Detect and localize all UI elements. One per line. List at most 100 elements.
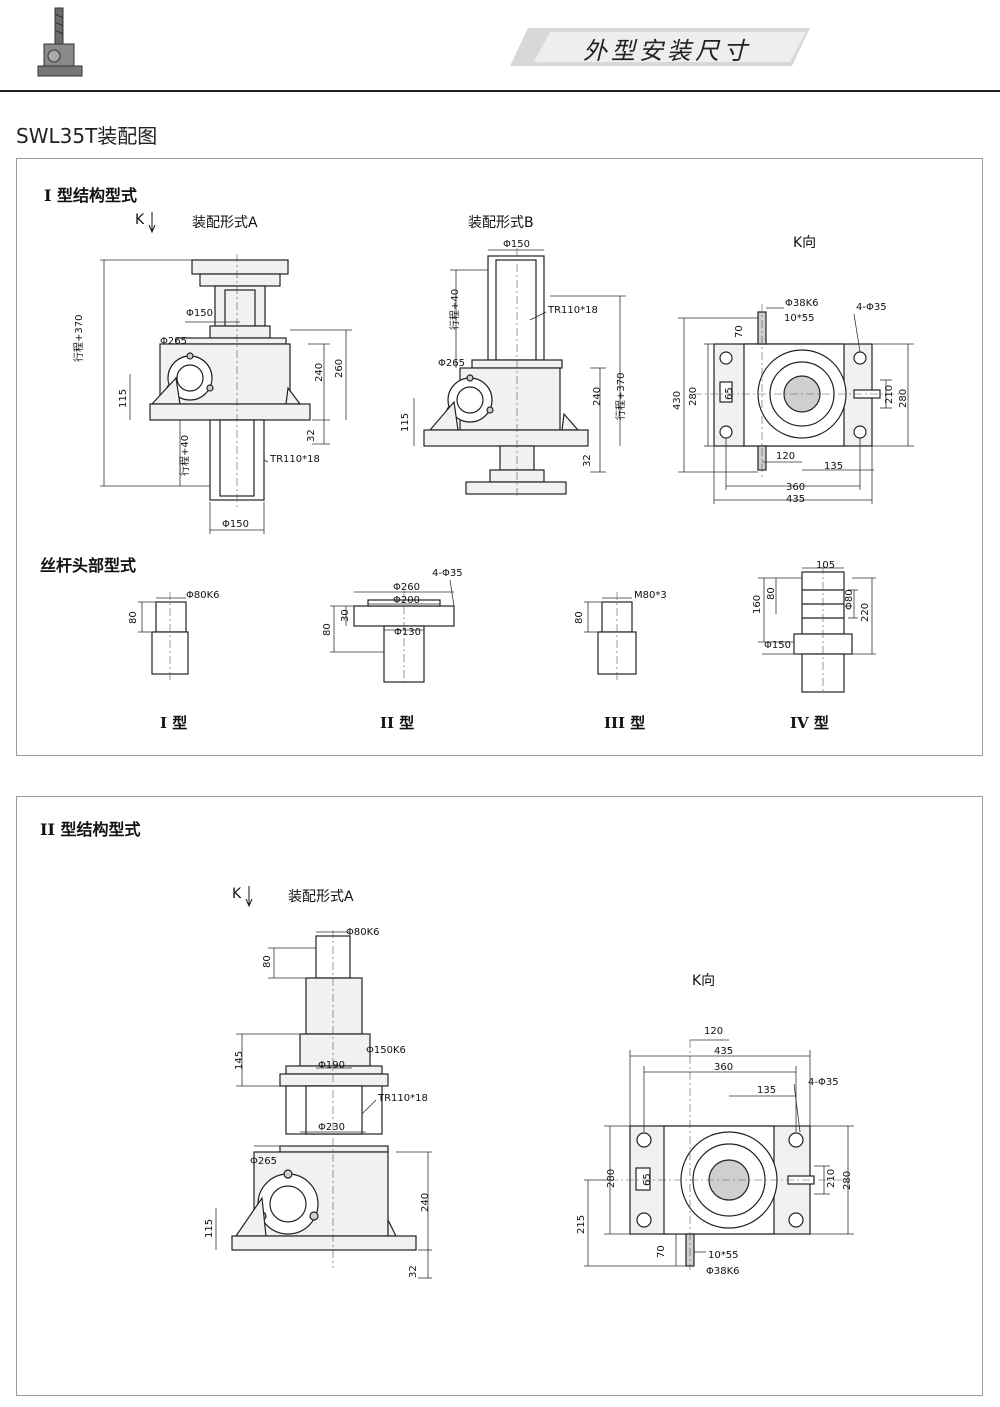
assembly-a-title-2: 装配形式A <box>288 889 354 905</box>
head-type-iii-drawing <box>584 592 637 680</box>
dim-2a-d230: Φ230 <box>318 1122 345 1133</box>
k-view-marker: K <box>135 212 145 228</box>
dim-2a-h240: 240 <box>420 1192 431 1212</box>
head-i-h: 80 <box>128 611 139 624</box>
assembly-a-drawing <box>100 254 352 534</box>
head-i-dia: Φ80K6 <box>186 590 220 601</box>
dim-k-w435: 435 <box>786 494 806 505</box>
head-iii-label: III 型 <box>604 714 646 732</box>
assembly-a-drawing-2 <box>215 930 432 1279</box>
dim-2k-h280-right: 280 <box>842 1170 853 1190</box>
dim-k-w360: 360 <box>786 482 806 493</box>
head-ii-d130: Φ130 <box>394 627 421 638</box>
k-view-marker-2: K <box>232 886 242 902</box>
dim-b-d150: Φ150 <box>503 239 530 250</box>
dim-a-d150-top: Φ150 <box>186 308 213 319</box>
k-view-drawing <box>678 304 914 504</box>
dim-2k-h70: 70 <box>656 1245 667 1258</box>
dim-b-h115: 115 <box>400 412 411 432</box>
dim-a-h115: 115 <box>118 388 129 408</box>
head-ii-d260: Φ260 <box>393 582 420 593</box>
dim-b-d265: Φ265 <box>438 358 465 369</box>
panel-type-ii <box>16 796 983 1396</box>
dim-2a-h115: 115 <box>204 1218 215 1238</box>
dim-2k-w435: 435 <box>714 1046 734 1057</box>
dim-2a-d150k6: Φ150K6 <box>366 1045 406 1056</box>
head-i-label: I 型 <box>160 714 188 732</box>
dim-k-h210: 210 <box>884 384 895 404</box>
dim-a-stroke370: 行程+370 <box>74 314 85 362</box>
header-banner-shape <box>510 28 810 66</box>
dim-k-w135: 135 <box>824 461 844 472</box>
dim-b-stroke40: 行程+40 <box>450 288 461 330</box>
dim-k-holes: 4-Φ35 <box>856 302 887 313</box>
head-ii-label: II 型 <box>380 714 415 732</box>
dim-2a-d265: Φ265 <box>250 1156 277 1167</box>
section-title-type-i: I 型结构型式 <box>44 186 138 205</box>
head-iv-label: IV 型 <box>790 714 829 732</box>
dim-2k-h65: 65 <box>642 1173 653 1186</box>
k-view-drawing-2 <box>584 1039 854 1270</box>
dim-2a-h80: 80 <box>262 955 273 968</box>
head-ii-h80: 80 <box>322 623 333 636</box>
head-ii-h30: 30 <box>340 609 351 622</box>
dim-k-w120: 120 <box>776 451 796 462</box>
dim-2k-shaft: Φ38K6 <box>706 1266 740 1277</box>
dim-b-h240: 240 <box>592 386 603 406</box>
dim-2k-w360: 360 <box>714 1062 734 1073</box>
k-view-title: K向 <box>793 235 817 251</box>
head-type-iv-drawing <box>758 566 876 694</box>
dim-a-h240: 240 <box>314 362 325 382</box>
k-arrow-icon <box>148 212 156 234</box>
page-title: SWL35T装配图 <box>16 124 158 148</box>
head-iv-d80: Φ80 <box>844 589 855 610</box>
section-title-head-types: 丝杆头部型式 <box>40 556 137 575</box>
dim-2k-h215: 215 <box>576 1214 587 1234</box>
dim-k-h280-right: 280 <box>898 388 909 408</box>
dim-k-h430: 430 <box>672 390 683 410</box>
dim-2a-h145: 145 <box>234 1050 245 1070</box>
head-ii-holes: 4-Φ35 <box>432 568 463 579</box>
dim-2a-d190: Φ190 <box>318 1060 345 1071</box>
dim-a-h32: 32 <box>306 429 317 442</box>
dim-k-key: 10*55 <box>784 313 815 324</box>
dim-a-stroke40: 行程+40 <box>180 434 191 476</box>
dim-k-h280-left: 280 <box>688 386 699 406</box>
dim-2k-w120: 120 <box>704 1026 724 1037</box>
dim-2k-h210: 210 <box>826 1168 837 1188</box>
dim-a-h260: 260 <box>334 358 345 378</box>
assembly-a-title: 装配形式A <box>192 215 258 231</box>
assembly-b-title: 装配形式B <box>468 215 534 231</box>
dim-2k-holes: 4-Φ35 <box>808 1077 839 1088</box>
k-view-title-2: K向 <box>692 973 716 989</box>
dim-a-tr: TR110*18 <box>270 454 320 465</box>
head-iv-d150: Φ150 <box>764 640 791 651</box>
dim-2a-h32: 32 <box>408 1265 419 1278</box>
dim-a-d265: Φ265 <box>160 336 187 347</box>
head-type-i-drawing <box>138 592 189 680</box>
head-iii-h: 80 <box>574 611 585 624</box>
dim-k-shaft: Φ38K6 <box>785 298 819 309</box>
head-iv-h220: 220 <box>860 602 871 622</box>
dim-a-d150-bottom: Φ150 <box>222 519 249 530</box>
dim-2a-d80k6: Φ80K6 <box>346 927 380 938</box>
head-iv-w105: 105 <box>816 560 836 571</box>
head-ii-d200: Φ200 <box>393 595 420 606</box>
dim-b-tr: TR110*18 <box>548 305 598 316</box>
dim-2k-h280-left: 280 <box>606 1168 617 1188</box>
dim-2k-key: 10*55 <box>708 1250 739 1261</box>
header-banner-title: 外型安装尺寸 <box>583 37 751 65</box>
head-iii-thread: M80*3 <box>634 590 667 601</box>
head-iv-h160: 160 <box>752 594 763 614</box>
assembly-b-drawing <box>413 248 626 498</box>
header-rule <box>0 90 1000 92</box>
dim-k-h65: 65 <box>724 387 735 400</box>
head-iv-h80: 80 <box>766 587 777 600</box>
dim-b-stroke370: 行程+370 <box>616 372 627 420</box>
dim-2a-tr: TR110*18 <box>378 1093 428 1104</box>
head-type-ii-drawing <box>330 579 455 684</box>
dim-k-h70: 70 <box>734 325 745 338</box>
dim-2k-w135: 135 <box>757 1085 777 1096</box>
k-arrow-icon-2 <box>245 886 253 908</box>
header-logo <box>37 7 83 77</box>
